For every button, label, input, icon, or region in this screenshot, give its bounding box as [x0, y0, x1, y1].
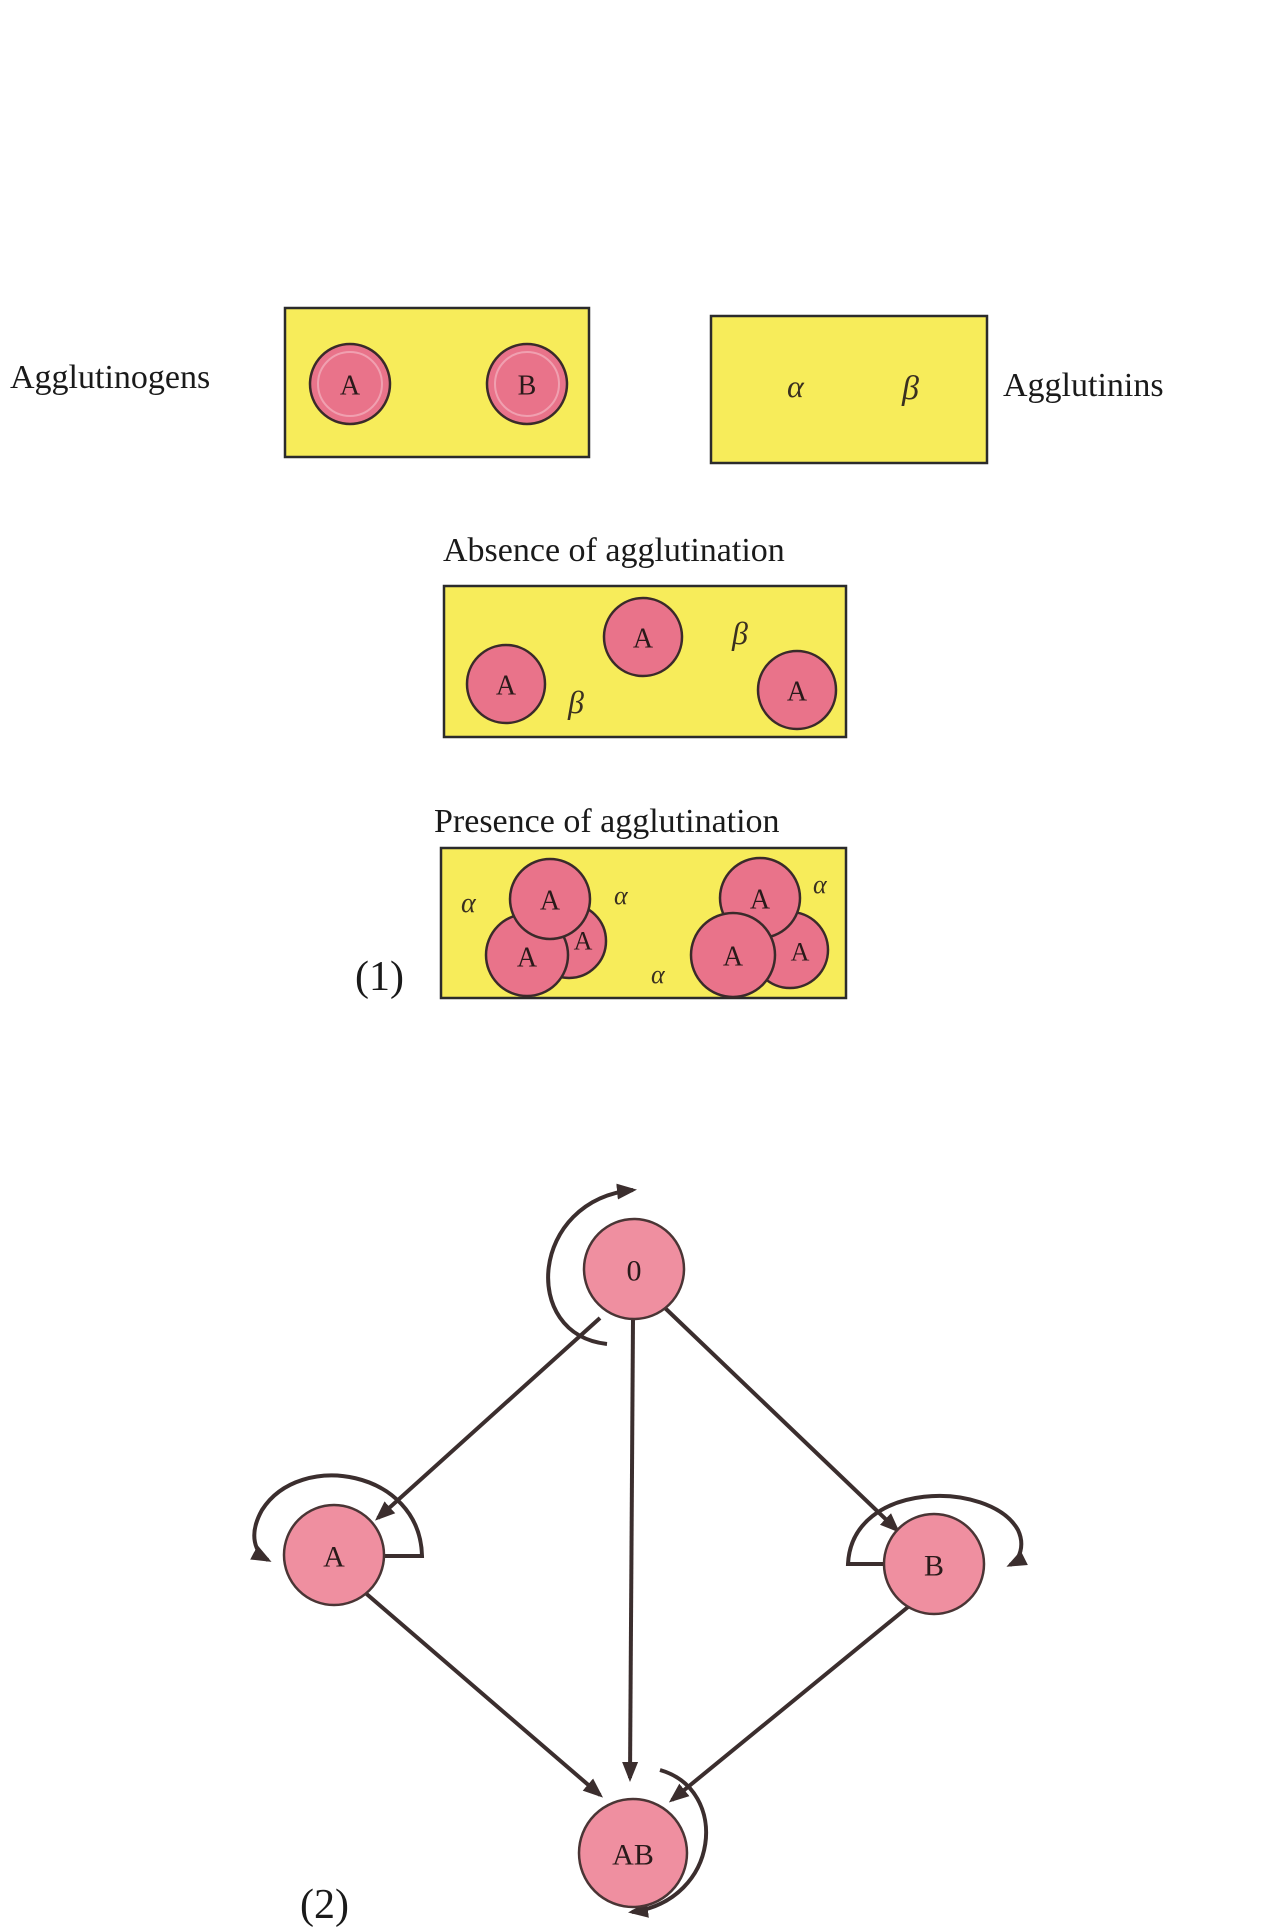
part-1-agglutination: Agglutinogens A B α β Agglutinins Absenc…: [10, 306, 1164, 1000]
agglutinogen-a-label: A: [340, 371, 361, 402]
absence-cell: A: [465, 643, 547, 725]
agglutinogen-b-cell: B: [485, 342, 569, 426]
presence-alpha-label: α: [813, 870, 828, 899]
absence-beta-label: β: [731, 615, 748, 651]
node-b: B: [882, 1512, 986, 1616]
agglutinogen-a-cell: A: [308, 342, 392, 426]
svg-text:A: A: [540, 886, 561, 917]
node-0-label: 0: [627, 1255, 642, 1288]
node-ab: AB: [577, 1797, 689, 1909]
agglutinogens-label: Agglutinogens: [10, 359, 210, 396]
agglutinin-alpha-label: α: [787, 368, 805, 404]
agglutinins-label: Agglutinins: [1003, 367, 1164, 404]
self-loop-b: [845, 1494, 1028, 1567]
svg-text:A: A: [496, 671, 517, 702]
agglutinins-box: [709, 314, 989, 465]
svg-text:A: A: [723, 942, 744, 973]
absence-title: Absence of agglutination: [443, 532, 785, 569]
presence-title: Presence of agglutination: [434, 803, 780, 840]
presence-alpha-label: α: [614, 881, 629, 910]
node-a: A: [282, 1503, 386, 1607]
absence-cell: A: [756, 649, 838, 731]
edge-b-to-ab: [668, 1605, 910, 1803]
edge-0-to-a: [375, 1316, 602, 1521]
presence-panel: A A A A A A α α α α: [439, 846, 848, 1000]
node-a-label: A: [323, 1541, 345, 1574]
agglutinated-cluster-left: A A A: [484, 857, 608, 998]
figure-label-1: (1): [355, 954, 404, 1000]
edge-0-to-ab: [622, 1317, 639, 1782]
self-loop-a: [250, 1473, 425, 1562]
agglutinin-beta-label: β: [901, 370, 919, 407]
agglutinated-cluster-right: A A A: [689, 856, 830, 999]
absence-panel: A A A β β: [442, 584, 848, 739]
presence-alpha-label: α: [461, 888, 477, 919]
self-loop-ab: [628, 1768, 708, 1918]
part-2-compatibility-graph: 0 A B AB (2): [250, 1183, 1028, 1928]
node-ab-label: AB: [612, 1839, 654, 1872]
edge-a-to-ab: [360, 1588, 604, 1798]
edge-0-to-b: [663, 1306, 900, 1533]
self-loop-0: [546, 1183, 637, 1346]
absence-beta-label: β: [567, 684, 584, 720]
node-0: 0: [582, 1217, 686, 1321]
svg-text:A: A: [787, 677, 808, 708]
figure-label-2: (2): [300, 1882, 349, 1928]
agglutinogens-panel: A B: [283, 306, 591, 459]
node-b-label: B: [924, 1550, 944, 1583]
absence-cell: A: [602, 596, 684, 678]
svg-text:A: A: [517, 943, 538, 974]
agglutinogen-b-label: B: [518, 371, 537, 402]
agglutinins-panel: α β: [709, 314, 989, 465]
svg-text:A: A: [574, 927, 593, 956]
svg-text:A: A: [633, 624, 654, 655]
presence-alpha-label: α: [651, 960, 666, 989]
svg-text:A: A: [750, 885, 771, 916]
svg-text:A: A: [791, 938, 810, 967]
